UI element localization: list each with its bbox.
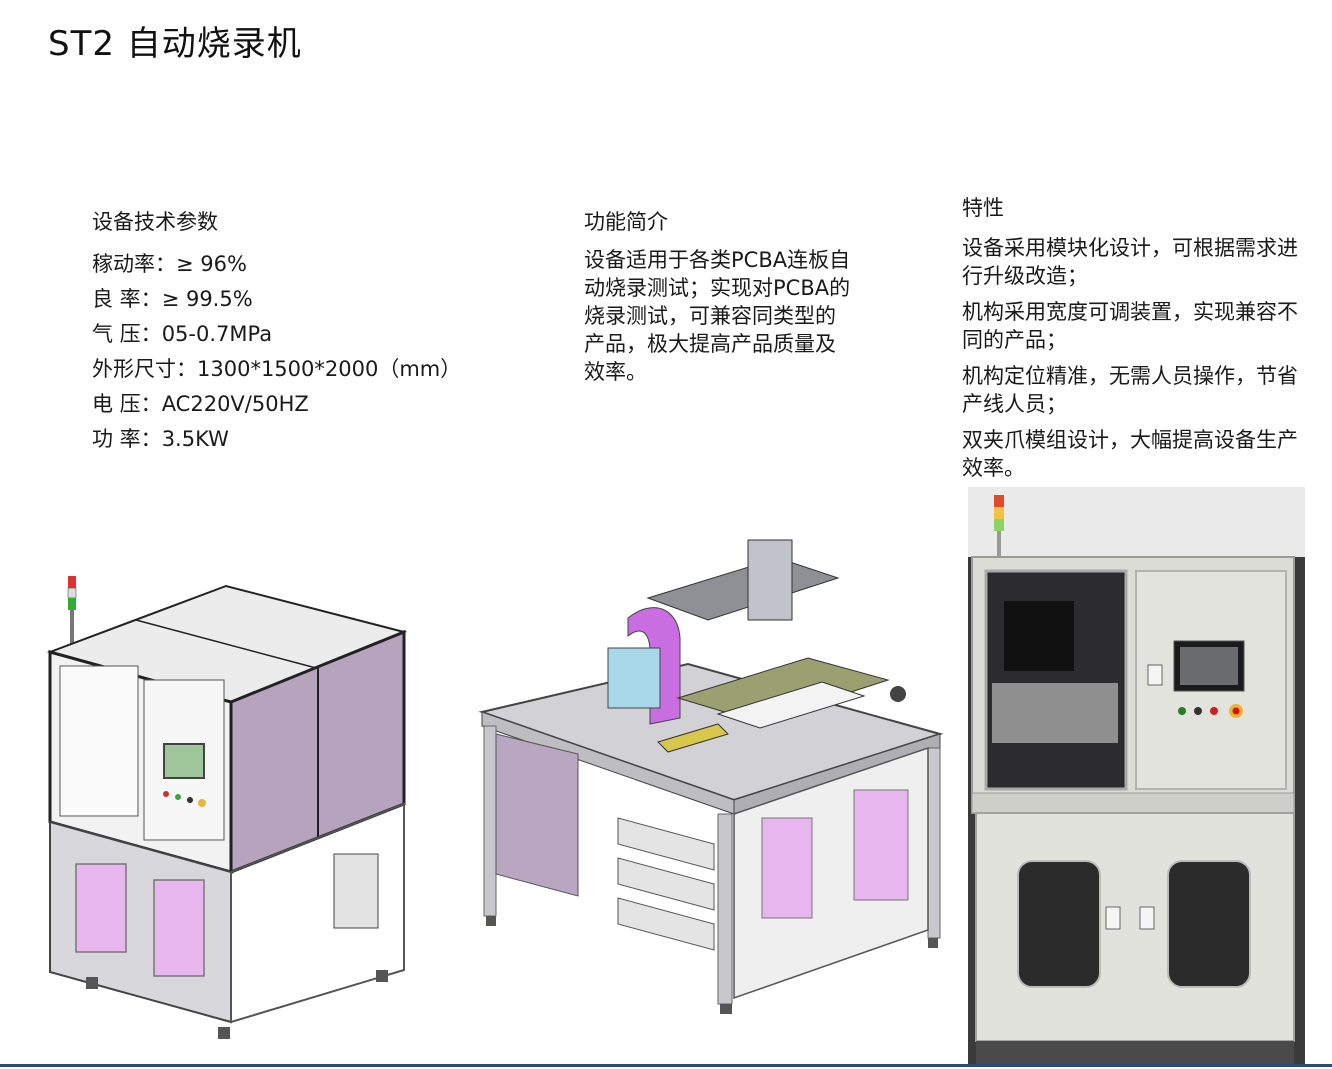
spec-heading: 设备技术参数	[92, 210, 218, 234]
spec-label: 气 压：	[92, 322, 162, 346]
spec-row: 电 压：AC220V/50HZ	[92, 390, 461, 425]
spec-value: 1300*1500*2000（mm）	[197, 357, 462, 381]
machine-render-enclosed	[46, 576, 408, 1039]
spec-label: 外形尺寸：	[92, 357, 197, 381]
function-heading: 功能简介	[584, 210, 668, 234]
page-title: ST2 自动烧录机	[48, 24, 302, 64]
spec-section: 设备技术参数 稼动率：≥ 96% 良 率：≥ 99.5% 气 压：05-0.7M…	[92, 206, 461, 460]
spec-value: AC220V/50HZ	[161, 392, 309, 416]
function-body: 设备适用于各类PCBA连板自动烧录测试；实现对PCBA的烧录测试，可兼容同类型的…	[584, 248, 851, 384]
feature-item: 机构采用宽度可调装置，实现兼容不同的产品；	[962, 300, 1298, 352]
spec-value: ≥ 99.5%	[161, 287, 253, 311]
machine-photo	[968, 487, 1305, 1065]
spec-value: 05-0.7MPa	[161, 322, 273, 346]
spec-row: 外形尺寸：1300*1500*2000（mm）	[92, 355, 461, 390]
spec-row: 良 率：≥ 99.5%	[92, 285, 461, 320]
feature-item: 机构定位精准，无需人员操作，节省产线人员；	[962, 364, 1298, 416]
feature-item: 双夹爪模组设计，大幅提高设备生产效率。	[962, 428, 1298, 480]
features-heading: 特性	[962, 196, 1004, 220]
spec-row: 功 率：3.5KW	[92, 425, 461, 460]
features-section: 特性 设备采用模块化设计，可根据需求进行升级改造； 机构采用宽度可调装置，实现兼…	[962, 192, 1307, 490]
spec-label: 电 压：	[92, 392, 162, 416]
spec-label: 稼动率：	[92, 252, 176, 276]
spec-row: 气 压：05-0.7MPa	[92, 320, 461, 355]
machine-render-open-mechanism	[478, 539, 944, 1014]
function-section: 功能简介 设备适用于各类PCBA连板自动烧录测试；实现对PCBA的烧录测试，可兼…	[584, 206, 854, 386]
bottom-rule	[0, 1064, 1332, 1067]
spec-row: 稼动率：≥ 96%	[92, 250, 461, 285]
feature-item: 设备采用模块化设计，可根据需求进行升级改造；	[962, 236, 1298, 288]
spec-value: ≥ 96%	[176, 252, 247, 276]
spec-value: 3.5KW	[161, 427, 229, 451]
spec-label: 良 率：	[92, 287, 162, 311]
spec-label: 功 率：	[92, 427, 162, 451]
